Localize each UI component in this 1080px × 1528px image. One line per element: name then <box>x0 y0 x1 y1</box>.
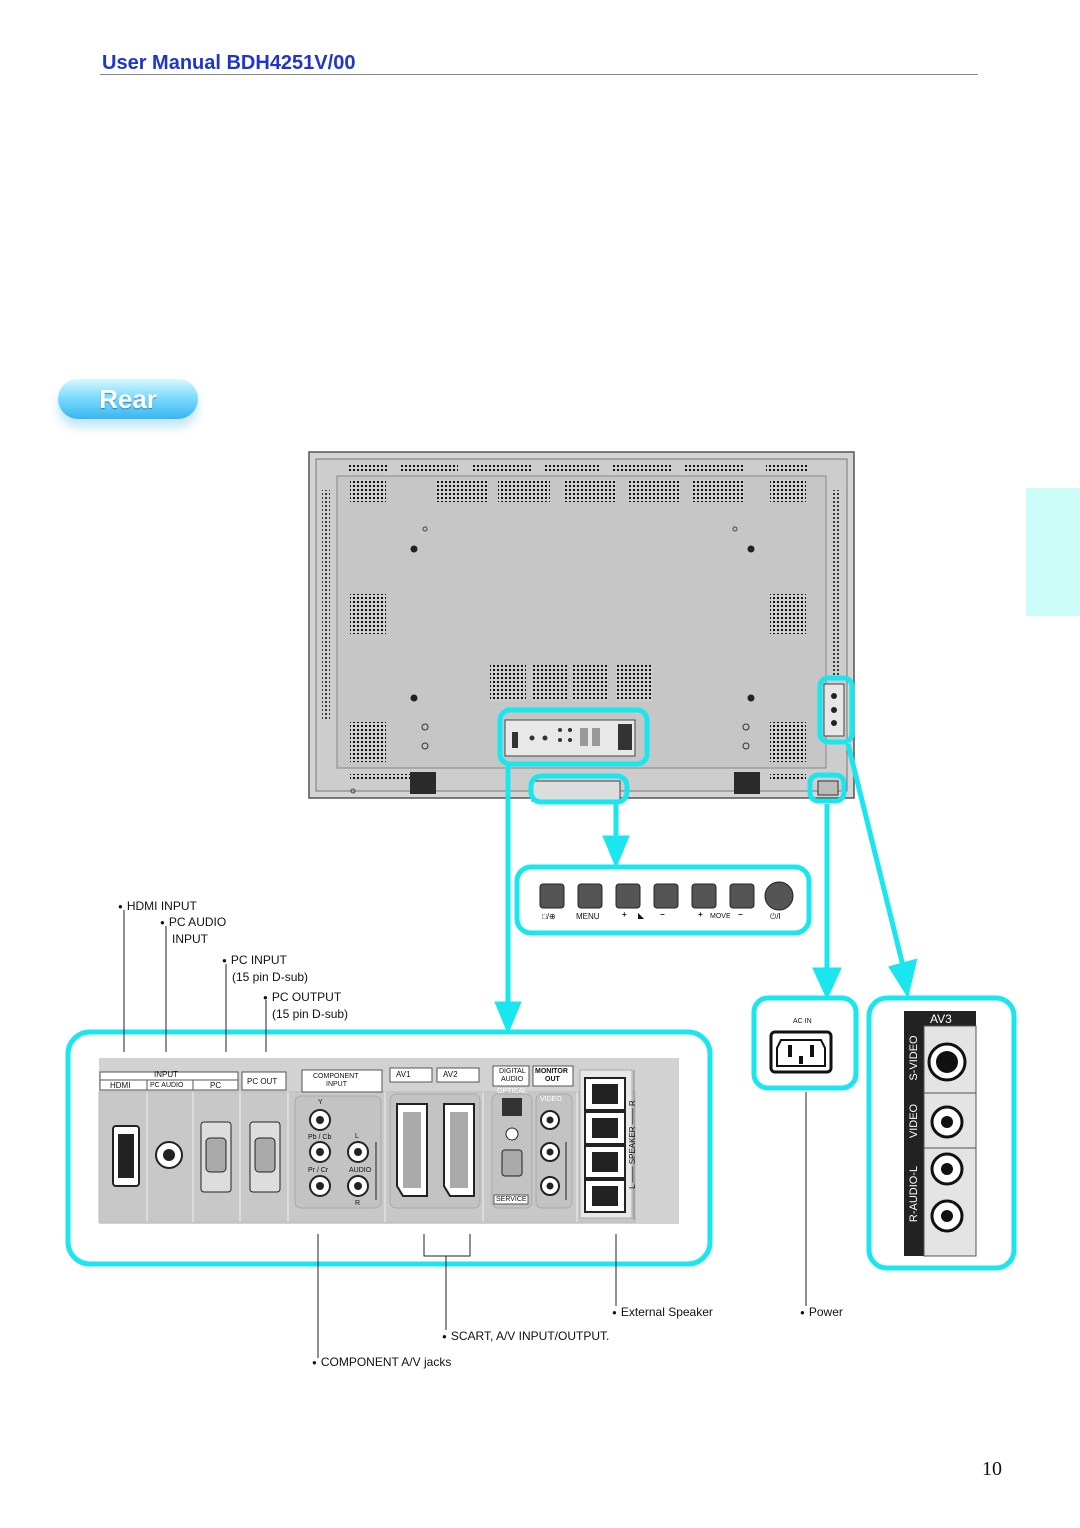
control-label-vol-plus: + <box>622 910 627 919</box>
callout-pc-audio-input-line1: PC AUDIO <box>160 915 226 929</box>
jack-label-video: VIDEO <box>540 1096 562 1103</box>
jack-label-speaker: L —— SPEAKER —— R <box>627 1100 637 1189</box>
control-label-power: ⏻/I <box>770 912 781 921</box>
side-tab-marker <box>1026 488 1080 616</box>
control-label-source: □/⊕ <box>542 912 556 921</box>
jack-label-digital-audio-2: AUDIO <box>501 1076 524 1083</box>
av3-label-s-video: S-VIDEO <box>908 1035 920 1081</box>
jack-label-input: INPUT <box>154 1070 178 1079</box>
av3-panel <box>904 1011 977 1257</box>
page-header-title: User Manual BDH4251V/00 <box>102 52 356 74</box>
jack-label-service: SERVICE <box>496 1196 527 1203</box>
jack-label-monitor-out-1: MONITOR <box>535 1068 568 1075</box>
jack-label-pc-out: PC OUT <box>247 1077 278 1086</box>
control-label-move-plus: + <box>698 910 703 919</box>
callout-pc-audio-input-line2: INPUT <box>172 932 208 946</box>
callout-pc-output-line1: PC OUTPUT <box>263 990 341 1004</box>
control-label-vol-minus: − <box>660 910 665 919</box>
control-label-move: MOVE <box>710 913 731 920</box>
callout-hdmi-input: HDMI INPUT <box>118 899 197 913</box>
av3-label-video: VIDEO <box>908 1103 920 1139</box>
jack-label-audio: AUDIO <box>349 1167 372 1174</box>
av3-title: AV3 <box>930 1012 952 1026</box>
jack-label-r: R <box>355 1200 361 1207</box>
av3-label-audio: R-AUDIO-L <box>908 1165 920 1223</box>
callout-pc-input-line2: (15 pin D-sub) <box>232 970 309 984</box>
leader-lines <box>123 910 807 1358</box>
jack-label-pr-cr: Pr / Cr <box>308 1167 329 1174</box>
ac-inlet <box>769 1030 833 1074</box>
control-label-volume: ◣ <box>638 911 645 920</box>
control-panel-buttons <box>539 881 794 911</box>
jack-label-component-2: INPUT <box>326 1081 347 1088</box>
jack-label-l: L <box>355 1133 359 1140</box>
jack-label-digital-audio-1: DIGITAL <box>499 1068 526 1075</box>
highlight-outlines <box>65 675 1017 1271</box>
section-title-rear: Rear <box>58 379 198 419</box>
ac-in-label: AC IN <box>793 1018 812 1025</box>
jack-label-av1: AV1 <box>396 1070 411 1079</box>
jack-label-pb-cb: Pb / Cb <box>308 1134 332 1141</box>
jack-label-component-1: COMPONENT <box>313 1073 359 1080</box>
control-label-move-minus: − <box>738 910 743 919</box>
callout-arrows <box>494 743 918 1035</box>
control-label-menu: MENU <box>576 912 600 921</box>
callout-component: COMPONENT A/V jacks <box>312 1355 451 1369</box>
callout-scart: SCART, A/V INPUT/OUTPUT. <box>442 1329 609 1343</box>
jack-label-hdmi: HDMI <box>110 1081 131 1090</box>
jack-panel <box>98 1058 679 1224</box>
jack-label-monitor-out-2: OUT <box>545 1076 560 1083</box>
callout-external-speaker: External Speaker <box>612 1305 713 1319</box>
jack-label-pc: PC <box>210 1081 222 1090</box>
jack-label-av2: AV2 <box>443 1070 458 1079</box>
callout-pc-input-line1: PC INPUT <box>222 953 287 967</box>
page-number: 10 <box>982 1458 1002 1480</box>
jack-label-y: Y <box>318 1099 323 1106</box>
callout-pc-output-line2: (15 pin D-sub) <box>272 1007 349 1021</box>
jack-label-optical: OPTICAL <box>497 1088 527 1095</box>
header-divider <box>100 74 978 75</box>
jack-label-pc-audio: PC AUDIO <box>150 1082 184 1089</box>
tv-back-panel <box>308 451 855 802</box>
callout-power: Power <box>800 1305 843 1319</box>
